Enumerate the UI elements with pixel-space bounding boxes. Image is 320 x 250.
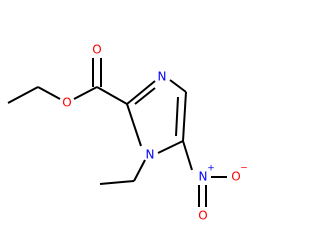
bond-c4-c5-inner (175, 96, 179, 137)
bond-ch2-o-ester (37, 86, 61, 100)
atom-n3: N (158, 70, 167, 84)
bond-ch2-ch3-n (99, 180, 135, 185)
structure-canvas: O O N N N + O O − (7, 43, 248, 223)
atom-o-nitro-minus: O (231, 170, 240, 184)
atom-o-ether: O (62, 96, 71, 110)
bond-n1-ch2 (133, 159, 146, 182)
bond-n1-c2 (126, 103, 142, 147)
atom-n-nitro: N (199, 170, 208, 184)
charge-minus-nitro-o: − (240, 164, 248, 174)
bond-o-c-ester (73, 86, 98, 100)
bond-ch3-ch2-ester (7, 86, 39, 104)
atom-o-carbonyl: O (92, 43, 101, 57)
molecule-structure: O O N N N + O O − (7, 43, 248, 223)
bond-n3-c4 (169, 79, 187, 93)
bond-c2-n3-inner (134, 87, 156, 105)
bond-c5-nitro-n (182, 140, 193, 171)
bond-c-ester-c2 (96, 86, 128, 105)
bond-c2-n3-double (126, 80, 156, 105)
atom-o-nitro-double: O (198, 209, 207, 223)
bond-c5-n1 (157, 140, 184, 154)
bond-c4-c5-double (182, 91, 187, 142)
atom-n1: N (146, 148, 155, 162)
charge-plus-nitro-n: + (207, 164, 215, 174)
